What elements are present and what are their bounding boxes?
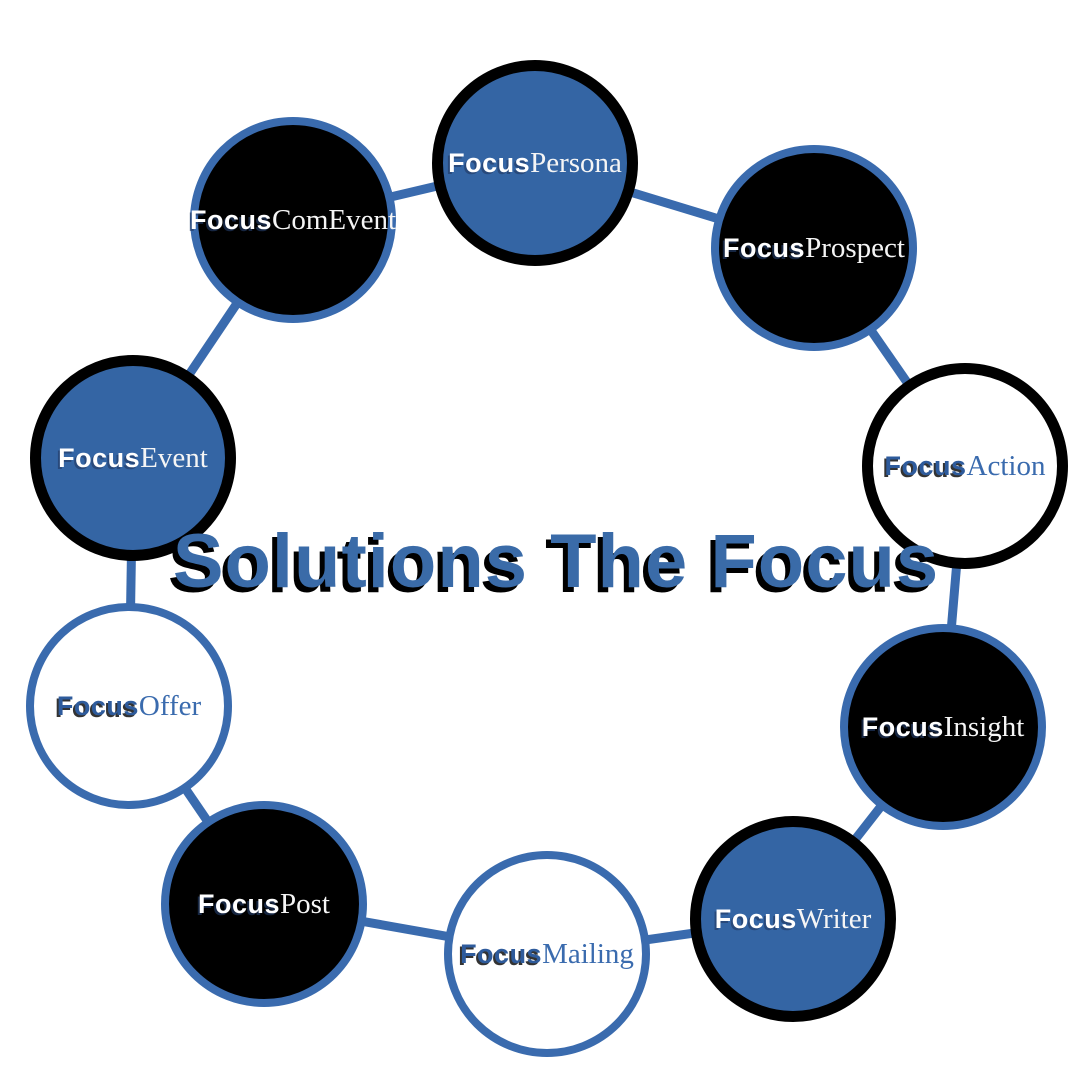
node-label-rest: Persona — [530, 146, 622, 179]
node-label-rest: Event — [140, 441, 208, 474]
diagram-title: Solutions The Focus — [172, 519, 940, 604]
node-label-bold: Focus — [56, 690, 139, 721]
node-label-bold: Focus — [884, 450, 967, 481]
node-label-bold: Focus — [58, 442, 141, 473]
node-label-bold: Focus — [198, 888, 281, 919]
node-label-bold: Focus — [714, 903, 797, 934]
node-label-rest: Writer — [796, 902, 872, 935]
node-label-rest: Offer — [138, 689, 202, 722]
node-label-bold: Focus — [723, 232, 806, 263]
node-label-bold: Focus — [460, 938, 543, 969]
node-label-bold: Focus — [861, 711, 944, 742]
node-label-rest: ComEvent — [271, 203, 397, 236]
node-label-rest: Action — [966, 449, 1046, 482]
node-label-bold: Focus — [189, 204, 272, 235]
node-label-rest: Insight — [943, 710, 1025, 743]
node-label-rest: Prospect — [805, 231, 905, 264]
node-label-rest: Post — [280, 887, 330, 920]
node-label-rest: Mailing — [542, 937, 634, 970]
node-label-bold: Focus — [448, 147, 531, 178]
